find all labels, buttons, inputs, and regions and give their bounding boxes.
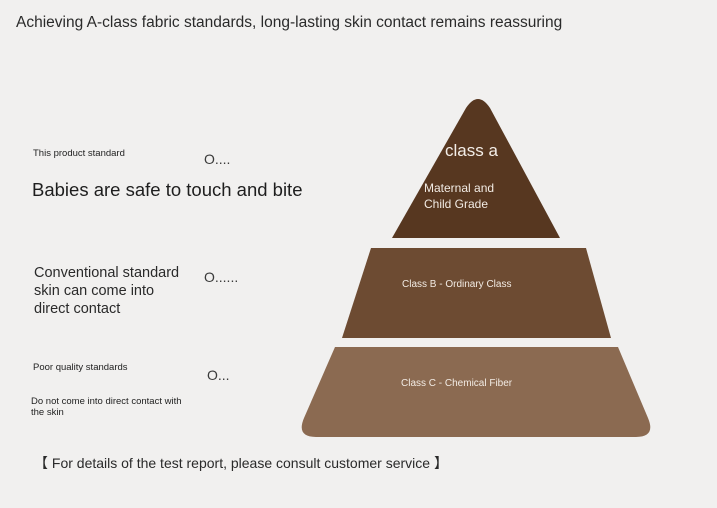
headline: Achieving A-class fabric standards, long…	[16, 14, 563, 31]
conventional-standard-desc: Conventional standard skin can come into…	[34, 264, 179, 318]
conventional-dots: O......	[204, 269, 239, 285]
poor-desc-line-2: the skin	[31, 407, 64, 418]
tier-a-sub-line-2: Child Grade	[424, 197, 489, 211]
product-standard-label: This product standard	[33, 148, 125, 159]
tier-a-title: class a	[445, 141, 498, 160]
conventional-line-2: skin can come into	[34, 283, 155, 299]
poor-desc-line-1: Do not come into direct contact with	[31, 396, 182, 407]
tier-a-sub-line-1: Maternal and	[424, 181, 495, 195]
tier-b-label: Class B - Ordinary Class	[402, 279, 512, 290]
tier-a-shape	[392, 99, 560, 238]
product-standard-desc: Babies are safe to touch and bite	[32, 179, 303, 200]
poor-standard-desc: Do not come into direct contact with the…	[31, 396, 182, 418]
tier-a-subtitle: Maternal and Child Grade	[424, 180, 494, 212]
poor-standard-dots: O...	[207, 367, 230, 383]
footer-note: 【 For details of the test report, please…	[34, 455, 448, 471]
tier-c-shape	[301, 347, 651, 437]
poor-standard-label: Poor quality standards	[33, 362, 128, 373]
conventional-line-3: direct contact	[34, 301, 121, 317]
tier-c-label: Class C - Chemical Fiber	[401, 378, 513, 389]
tier-b-shape	[342, 248, 611, 338]
conventional-line-1: Conventional standard	[34, 265, 180, 281]
product-standard-dots: O....	[204, 151, 231, 167]
